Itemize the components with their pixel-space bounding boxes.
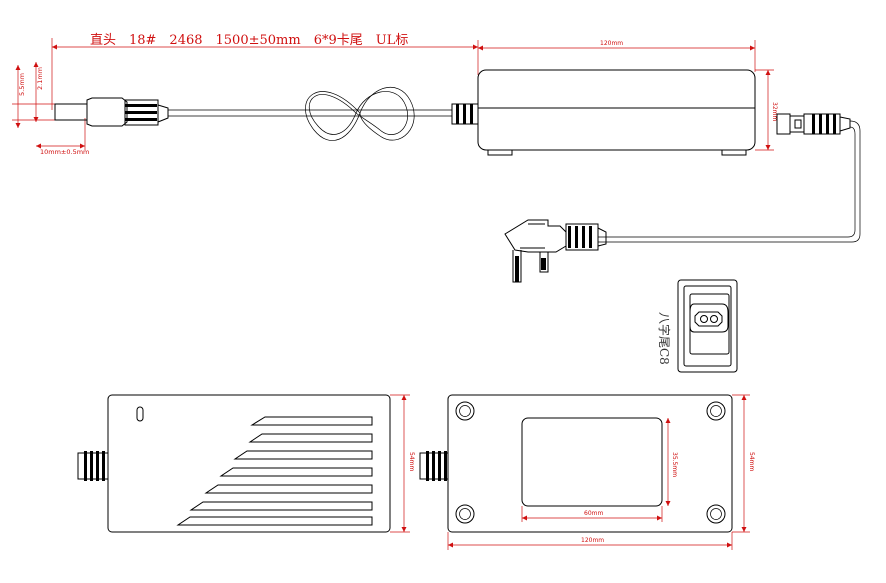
c8-connector	[776, 113, 851, 135]
spec-text: 直头 18# 2468 1500±50mm 6*9卡尾 UL标	[90, 33, 408, 48]
adapter-length-top-label: 120mm	[600, 40, 623, 47]
adapter-bottom-view	[419, 394, 733, 533]
label-height-label: 35.5mm	[671, 452, 678, 477]
dc-plug	[54, 97, 169, 127]
plug-id-label: 2.1mm	[36, 67, 44, 90]
uk-plug	[504, 219, 607, 283]
plug-len-label: 10mm±0.5mm	[40, 148, 89, 156]
dc-cable	[168, 86, 452, 141]
plug-od-label: 5.5mm	[18, 73, 26, 96]
tail-label: 八字尾C8	[657, 312, 672, 365]
label-width-label: 60mm	[584, 510, 603, 517]
c8-detail	[677, 279, 738, 373]
adapter-width-left-label: 54mm	[408, 452, 415, 471]
adapter-side-view	[477, 69, 756, 156]
vent-slots	[176, 416, 373, 526]
adapter-height-label: 32mm	[771, 102, 778, 121]
ac-cable	[598, 120, 861, 243]
adapter-width-right-label: 54mm	[748, 452, 755, 471]
strain-relief-dc	[451, 103, 479, 125]
adapter-top-view	[77, 394, 391, 533]
adapter-length-bottom-label: 120mm	[581, 537, 604, 544]
